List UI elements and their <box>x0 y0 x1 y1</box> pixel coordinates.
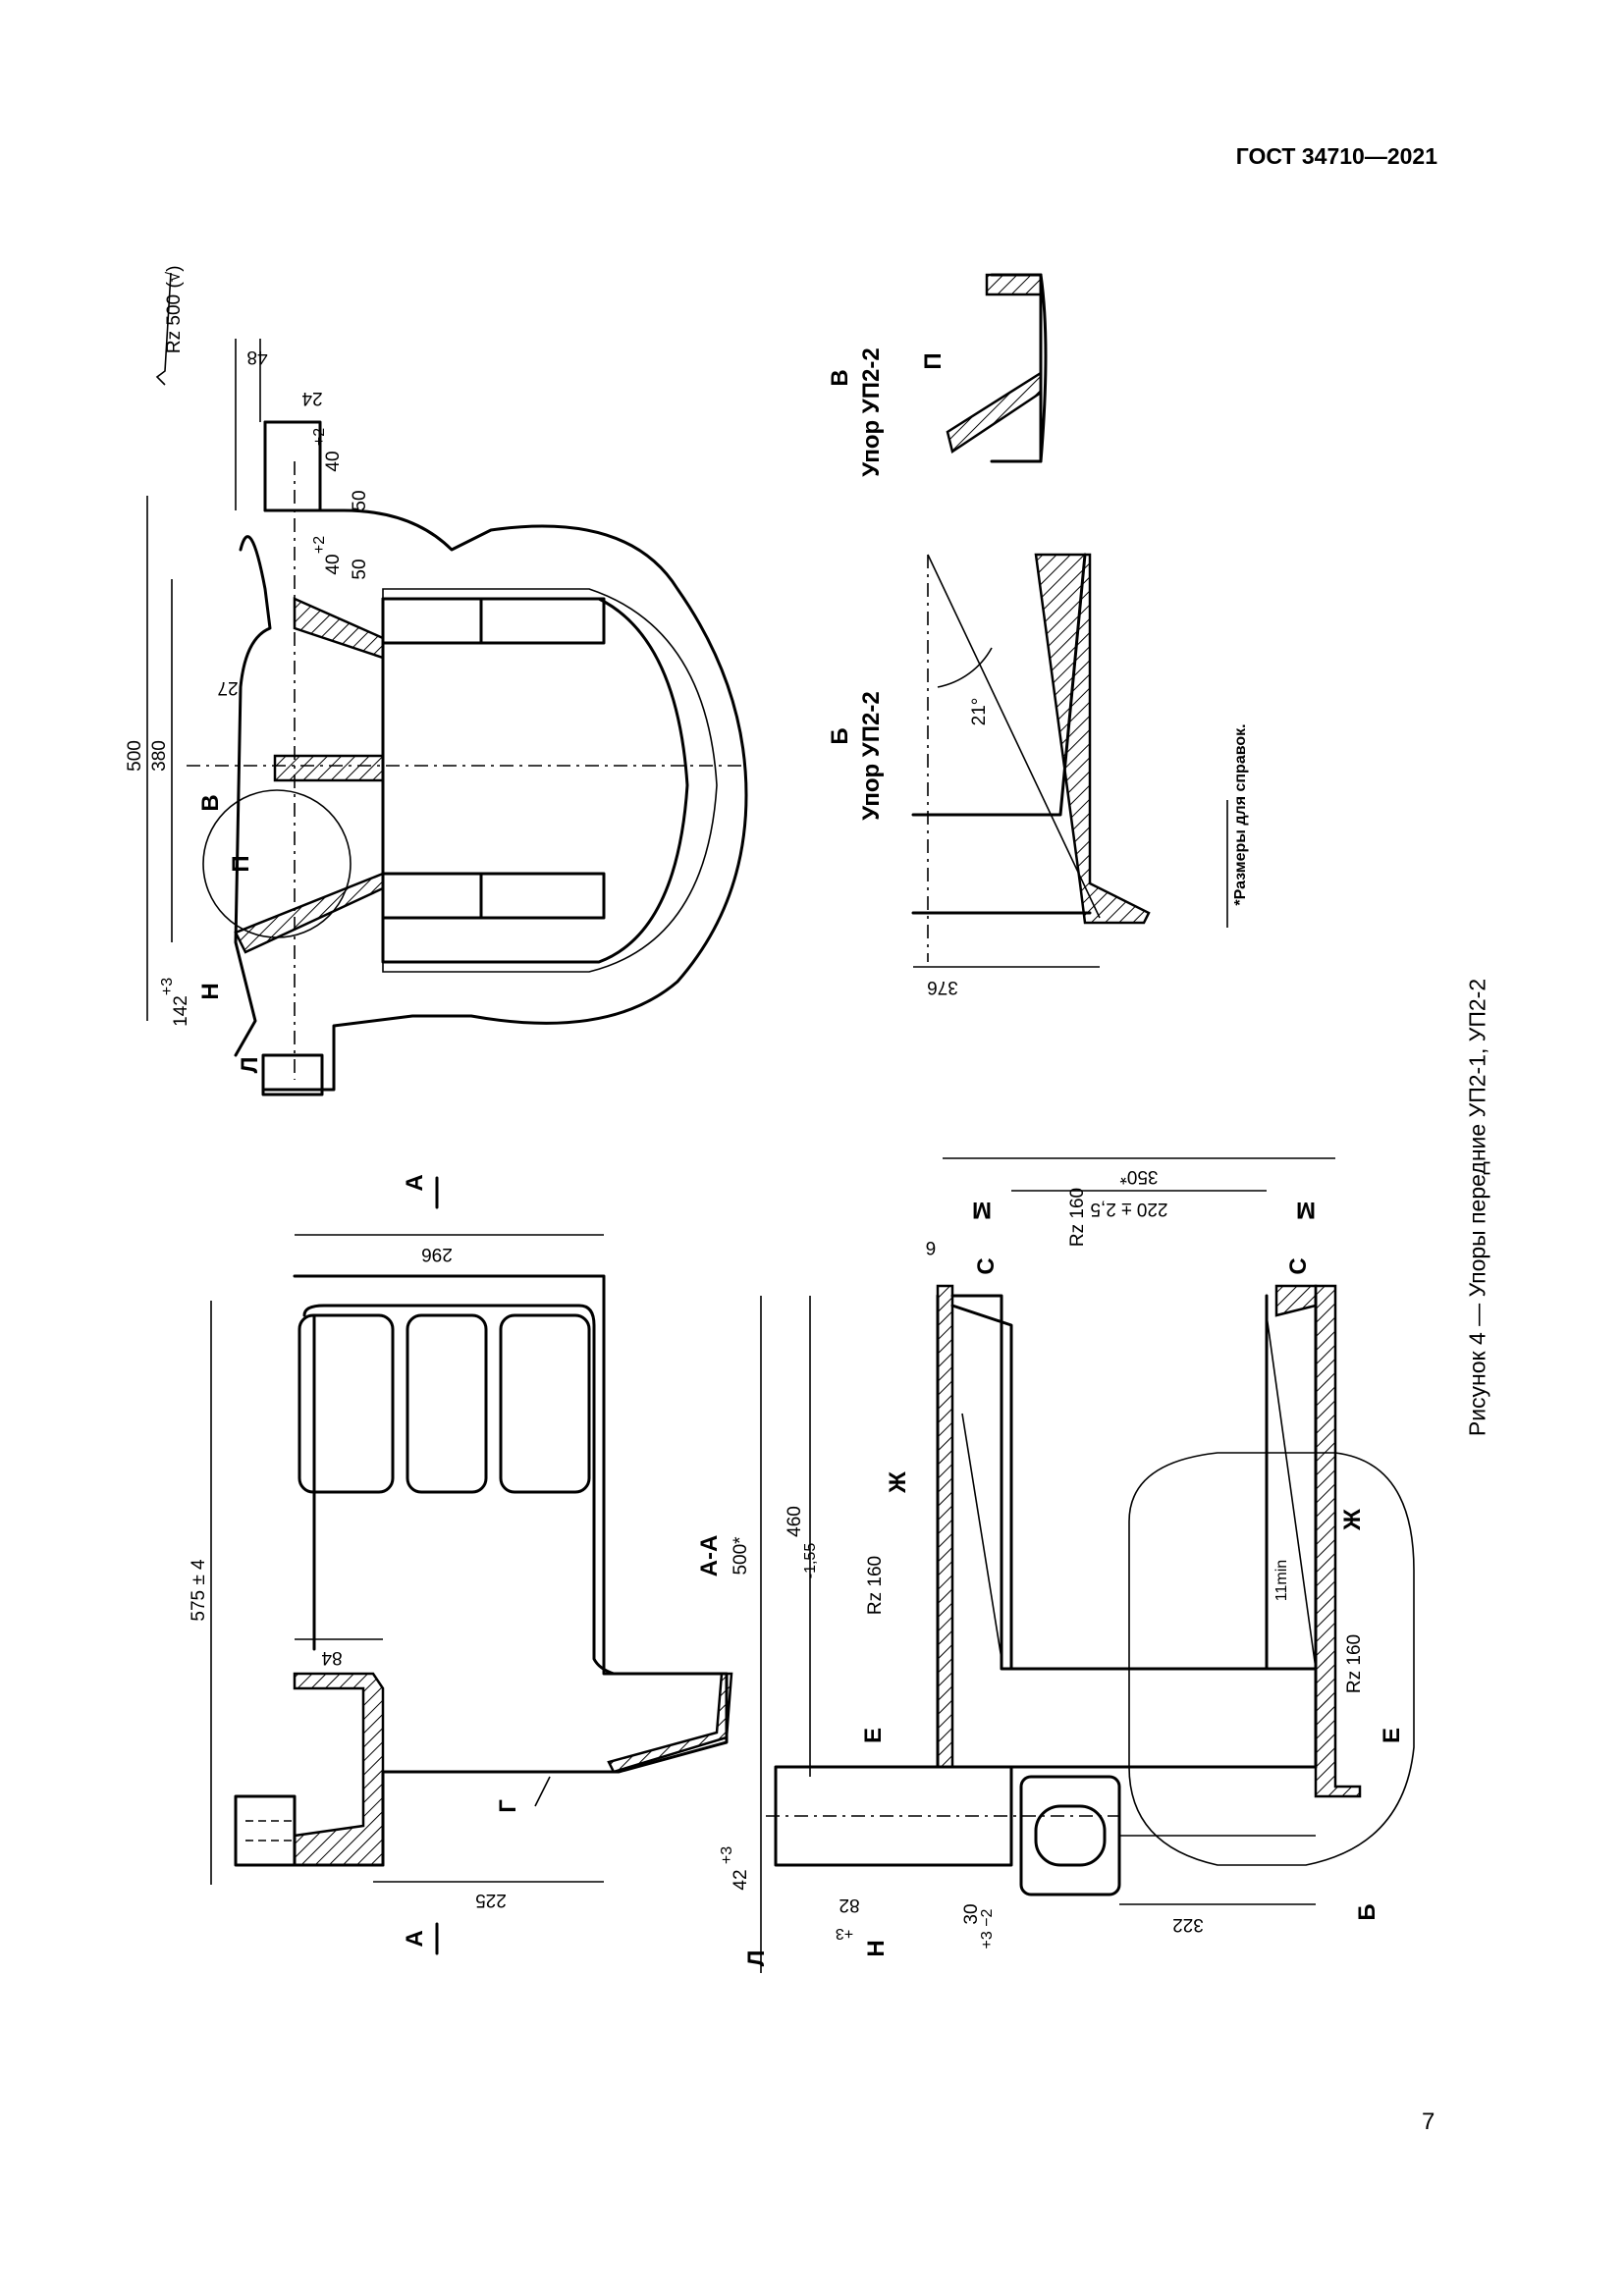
svg-text:Ж: Ж <box>885 1471 911 1494</box>
svg-text:+3 −2: +3 −2 <box>979 1908 996 1949</box>
svg-text:А: А <box>402 1930 428 1947</box>
top-view: Rz 500 (√) 500 380 48 24 <box>125 265 748 1096</box>
svg-text:225: 225 <box>475 1890 507 1910</box>
svg-text:П: П <box>228 855 254 872</box>
svg-text:575 ± 4: 575 ± 4 <box>189 1559 209 1622</box>
roughness-general-symbol: Rz 500 (√) <box>155 265 185 386</box>
svg-text:В: В <box>827 369 853 386</box>
svg-text:+2: +2 <box>311 428 328 446</box>
hatch-wedge-lower <box>234 872 385 954</box>
detail-v-circle <box>202 789 352 938</box>
page-number: 7 <box>1422 2109 1435 2135</box>
section-aa-outline <box>936 1294 1318 1769</box>
svg-text:48: 48 <box>246 347 267 367</box>
svg-text:322: 322 <box>1172 1914 1204 1935</box>
svg-text:460: 460 <box>785 1506 805 1537</box>
standard-header: ГОСТ 34710—2021 <box>1235 143 1437 169</box>
top-view-body-outline <box>263 420 748 1092</box>
svg-text:Л: Л <box>743 1950 770 1967</box>
svg-text:Е: Е <box>860 1728 887 1743</box>
svg-text:24: 24 <box>301 388 323 408</box>
svg-text:*Размеры для справок.: *Размеры для справок. <box>1232 723 1249 905</box>
top-flange-lower <box>261 1053 324 1096</box>
svg-text:М: М <box>972 1197 992 1223</box>
left-view: А А 575 ± 4 296 84 225 Г <box>189 1174 733 1955</box>
svg-text:М: М <box>1296 1197 1316 1223</box>
svg-text:-1,55: -1,55 <box>802 1543 819 1579</box>
svg-text:+3: +3 <box>159 978 176 995</box>
svg-text:Е: Е <box>1379 1728 1405 1743</box>
svg-text:42: 42 <box>731 1869 751 1890</box>
top-flange-upper <box>263 420 322 512</box>
svg-text:Г: Г <box>495 1799 521 1813</box>
svg-text:Rz 160: Rz 160 <box>1067 1188 1088 1247</box>
svg-text:50: 50 <box>350 559 370 579</box>
svg-text:Rz 500: Rz 500 <box>164 294 185 353</box>
svg-text:Rz 160: Rz 160 <box>865 1556 886 1615</box>
svg-text:40: 40 <box>323 451 344 471</box>
svg-text:+2: +2 <box>311 536 328 554</box>
svg-text:Н: Н <box>197 983 224 999</box>
svg-text:21°: 21° <box>969 698 990 726</box>
svg-text:6: 6 <box>926 1237 937 1257</box>
svg-text:296: 296 <box>421 1244 453 1264</box>
svg-text:П: П <box>920 352 947 369</box>
svg-text:142: 142 <box>171 995 191 1027</box>
svg-text:84: 84 <box>321 1647 343 1668</box>
svg-text:Б: Б <box>1354 1903 1380 1920</box>
svg-text:220 ± 2,5: 220 ± 2,5 <box>1090 1199 1167 1219</box>
svg-text:27: 27 <box>217 677 238 698</box>
svg-text:82: 82 <box>839 1895 859 1915</box>
svg-text:500*: 500* <box>731 1536 751 1575</box>
svg-text:С: С <box>973 1257 1000 1274</box>
section-aa: А-А 500* 460 -1,55 350* 220 ± 2,5 6 М М … <box>696 1157 1415 1973</box>
top-view-side-profile <box>234 535 272 1057</box>
svg-text:В: В <box>197 794 224 811</box>
svg-text:С: С <box>1285 1257 1312 1274</box>
detail-b: Б Упор УП2-2 21° 376 *Размеры для справо… <box>827 553 1249 997</box>
detail-v: В Упор УП2-2 П <box>827 273 1048 477</box>
svg-text:+3: +3 <box>719 1846 735 1864</box>
svg-text:А: А <box>402 1174 428 1191</box>
svg-text:А-А: А-А <box>696 1535 723 1577</box>
left-view-hatch <box>293 1672 385 1867</box>
svg-text:Упор УП2-2: Упор УП2-2 <box>858 691 885 820</box>
svg-text:30: 30 <box>961 1903 982 1924</box>
svg-text:Rz 160: Rz 160 <box>1344 1634 1365 1693</box>
svg-text:380: 380 <box>149 740 170 772</box>
top-view-cavity <box>382 588 718 973</box>
svg-text:Упор УП2-2: Упор УП2-2 <box>858 347 885 476</box>
svg-text:40: 40 <box>323 554 344 574</box>
svg-text:500: 500 <box>125 740 145 772</box>
svg-text:Б: Б <box>827 727 853 744</box>
svg-text:+3: +3 <box>836 1925 853 1942</box>
detail-ellipse <box>1128 1452 1415 1866</box>
left-view-body-outline <box>293 1274 729 1867</box>
svg-text:11min: 11min <box>1273 1560 1290 1601</box>
svg-text:Л: Л <box>237 1057 263 1074</box>
hatch-wedge-upper <box>293 597 385 660</box>
svg-text:Ж: Ж <box>1339 1509 1366 1531</box>
svg-text:350*: 350* <box>1119 1166 1159 1187</box>
svg-text:376: 376 <box>927 977 958 997</box>
svg-text:50: 50 <box>350 490 370 510</box>
svg-text:(√): (√) <box>164 265 185 288</box>
svg-text:Н: Н <box>863 1940 890 1956</box>
